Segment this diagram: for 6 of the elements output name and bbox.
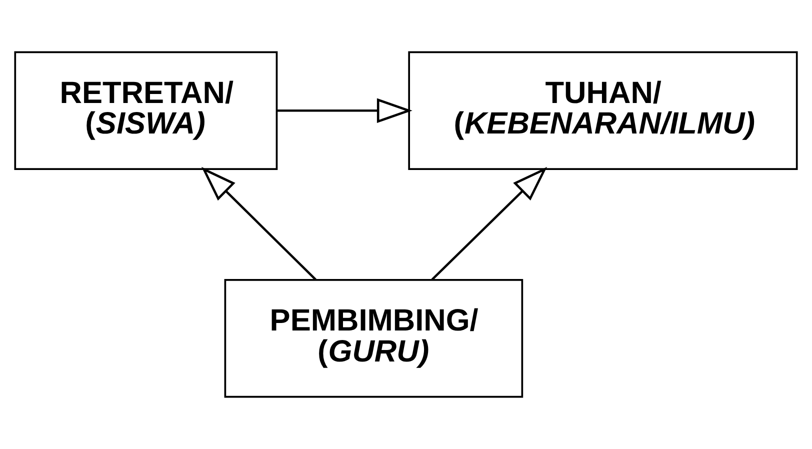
arrow [277,98,412,124]
node-box: PEMBIMBING/ (GURU) [224,278,524,398]
arrow [431,166,548,280]
arrow [201,166,316,280]
node-box: TUHAN/ (KEBENARAN/ILMU) [408,51,798,170]
node-box: RETRETAN/ (SISWA) [14,51,278,170]
